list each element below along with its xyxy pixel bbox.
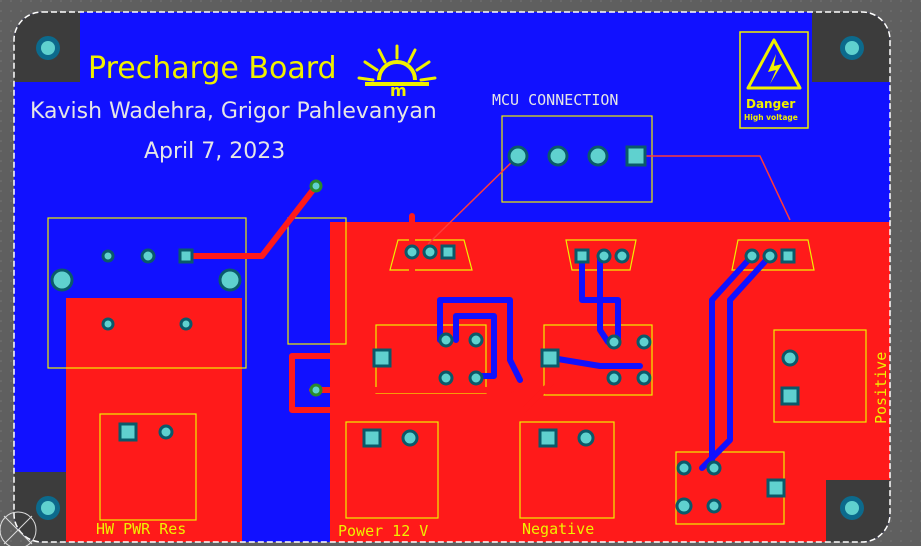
mcu-connection-label: MCU CONNECTION [492, 91, 618, 109]
hw-pwr-res-label: HW PWR Res [96, 520, 186, 538]
top-traces [183, 183, 555, 413]
mounting-hole-icon [36, 36, 864, 520]
power-12v-label: Power 12 V [338, 522, 428, 540]
authors-text: Kavish Wadehra, Grigor Pahlevanyan [30, 99, 437, 124]
mcu-connector-outline [501, 115, 653, 203]
board-outline [13, 11, 891, 543]
danger-title: Danger [746, 97, 795, 111]
top-copper-pour-left [66, 298, 242, 542]
pads [50, 145, 800, 515]
positive-label: Positive [872, 352, 890, 424]
bottom-traces [437, 253, 773, 473]
board-area [14, 12, 890, 542]
high-voltage-warning-icon [746, 38, 802, 90]
sun-logo-icon: m [357, 44, 437, 100]
danger-sign: Danger High voltage [739, 31, 809, 129]
board-title: Precharge Board [88, 51, 337, 86]
component-outlines [47, 217, 867, 525]
negative-label: Negative [522, 520, 594, 538]
danger-subtitle: High voltage [744, 113, 798, 122]
origin-marker-icon [0, 511, 37, 546]
date-text: April 7, 2023 [144, 139, 285, 164]
logo-letter: m [390, 81, 407, 100]
thin-top-traces [427, 155, 791, 245]
